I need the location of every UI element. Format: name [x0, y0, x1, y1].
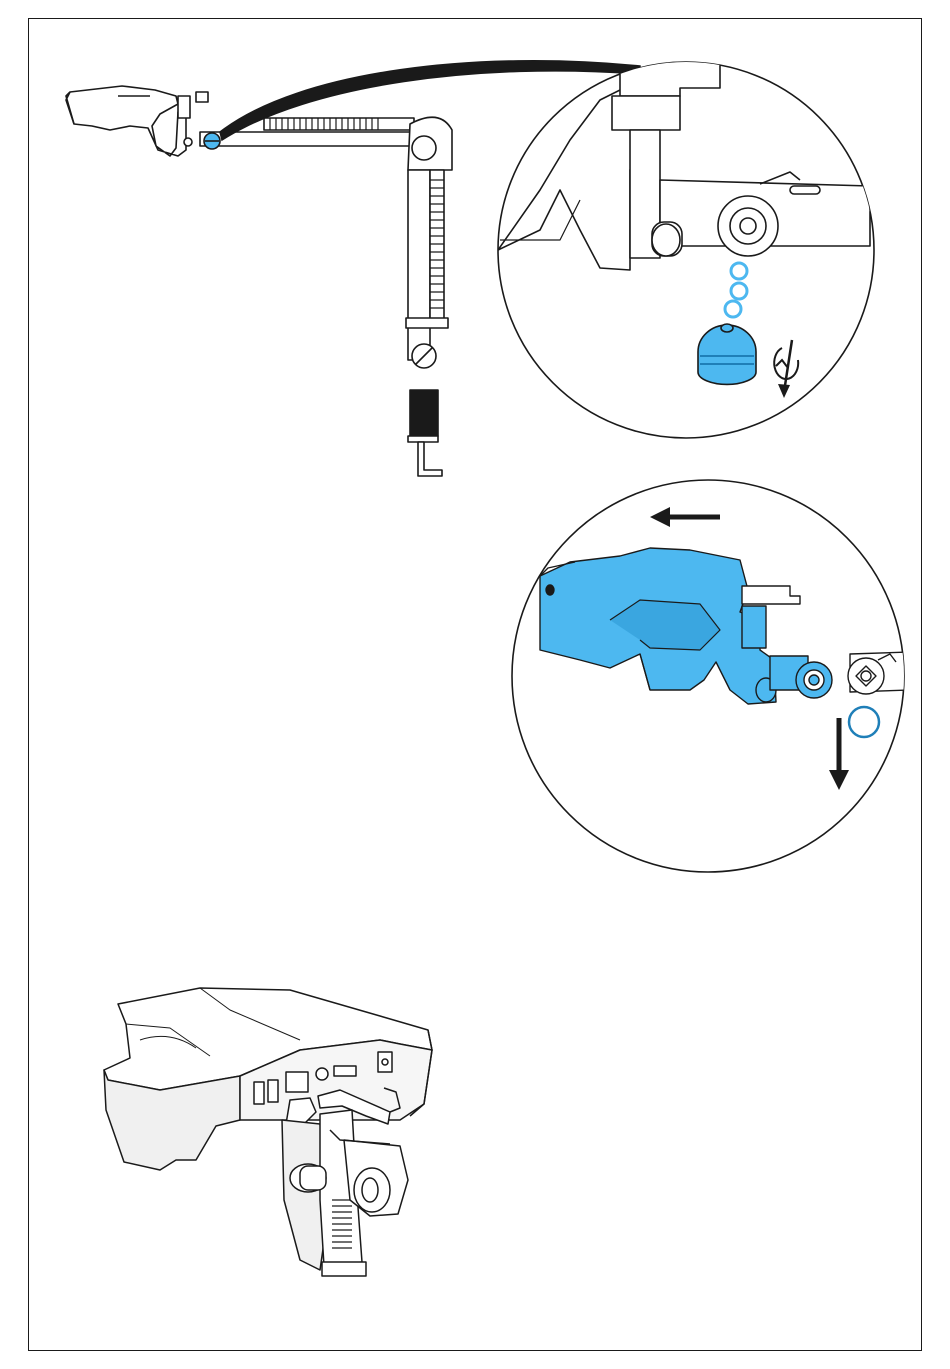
knob-removed — [698, 324, 756, 384]
usb-port-2 — [268, 1080, 278, 1102]
detail-circle-1 — [498, 62, 874, 438]
hdmi-port — [334, 1066, 356, 1076]
audio-jack — [316, 1068, 328, 1080]
light-head-rear-view — [104, 988, 432, 1276]
detail-remove-knob — [498, 56, 874, 438]
usb-port-1 — [254, 1082, 264, 1104]
mount-hook — [418, 442, 442, 476]
arm-grip — [410, 390, 438, 436]
detail-circle-2 — [512, 480, 904, 872]
vertical-arm — [408, 170, 430, 360]
overview-arm-assembly — [66, 86, 452, 476]
detail-slide-off — [512, 480, 910, 872]
ethernet-port — [286, 1072, 308, 1092]
